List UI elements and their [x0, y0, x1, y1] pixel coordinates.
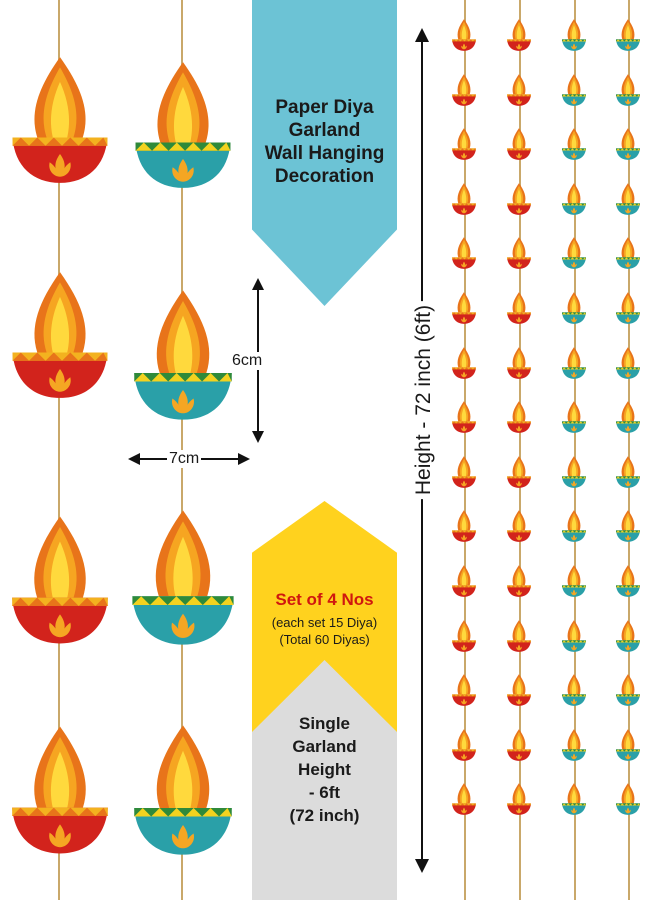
width-dimension-label: 7cm: [167, 450, 202, 468]
diya-lamp-icon: [507, 292, 531, 324]
diya-lamp-icon: [562, 128, 586, 161]
diya-lamp-icon: [452, 19, 476, 51]
diya-lamp-icon: [562, 565, 586, 597]
title-line: Wall Hanging: [264, 143, 385, 164]
diya-lamp-icon: [616, 565, 640, 597]
diya-lamp-icon: [507, 19, 531, 51]
diya-lamp-icon: [507, 346, 531, 379]
diya-lamp-icon: [12, 272, 108, 398]
title-line: Paper Diya: [275, 97, 374, 118]
height-dimension-label: 6cm: [232, 352, 263, 370]
diya-lamp-icon: [134, 290, 232, 420]
diya-lamp-icon: [507, 783, 531, 816]
small-garland-string: [519, 0, 521, 900]
diya-lamp-icon: [452, 401, 476, 434]
diya-lamp-icon: [562, 237, 586, 270]
diya-lamp-icon: [452, 783, 476, 816]
garland-height-label: Height - 72 inch (6ft): [412, 300, 436, 500]
single-line: Single: [298, 714, 350, 733]
diya-lamp-icon: [507, 565, 531, 597]
diya-lamp-icon: [616, 73, 640, 106]
diya-lamp-icon: [616, 510, 640, 543]
diya-lamp-icon: [562, 401, 586, 434]
diya-lamp-icon: [452, 619, 476, 652]
diya-lamp-icon: [507, 455, 531, 488]
diya-lamp-icon: [134, 725, 232, 855]
diya-lamp-icon: [616, 128, 640, 161]
title-banner-text: Paper Diya Garland Wall Hanging Decorati…: [252, 96, 397, 188]
single-garland-text: Single Garland Height - 6ft (72 inch): [252, 712, 397, 827]
diya-lamp-icon: [616, 346, 640, 379]
diya-lamp-icon: [507, 182, 531, 215]
set-sub-line: (each set 15 Diya): [271, 615, 378, 630]
diya-lamp-icon: [12, 726, 108, 854]
diya-lamp-icon: [562, 73, 586, 106]
diya-lamp-icon: [562, 19, 586, 51]
diya-lamp-icon: [616, 674, 640, 707]
diya-lamp-icon: [507, 510, 531, 543]
diya-lamp-icon: [562, 455, 586, 488]
diya-lamp-icon: [12, 57, 108, 183]
diya-lamp-icon: [507, 674, 531, 707]
diya-lamp-icon: [562, 292, 586, 324]
small-garland-string: [628, 0, 630, 900]
diya-lamp-icon: [562, 510, 586, 543]
single-line: Height: [298, 760, 351, 779]
diya-lamp-icon: [507, 619, 531, 652]
single-line: Garland: [292, 737, 357, 756]
set-subtext: (each set 15 Diya) (Total 60 Diyas): [252, 614, 397, 648]
diya-lamp-icon: [562, 182, 586, 215]
diya-lamp-icon: [452, 237, 476, 270]
diya-lamp-icon: [12, 516, 108, 644]
diya-lamp-icon: [616, 292, 640, 324]
diya-lamp-icon: [452, 674, 476, 707]
diya-lamp-icon: [562, 783, 586, 816]
diya-lamp-icon: [452, 728, 476, 761]
diya-lamp-icon: [452, 182, 476, 215]
diya-lamp-icon: [507, 73, 531, 106]
diya-lamp-icon: [452, 346, 476, 379]
diya-lamp-icon: [616, 619, 640, 652]
single-line: (72 inch): [289, 806, 360, 825]
title-line: Decoration: [274, 166, 375, 187]
diya-lamp-icon: [452, 128, 476, 161]
small-garland-string: [574, 0, 576, 900]
diya-lamp-icon: [616, 783, 640, 816]
diya-lamp-icon: [507, 728, 531, 761]
diya-lamp-icon: [452, 292, 476, 324]
diya-lamp-icon: [452, 455, 476, 488]
title-line: Garland: [288, 120, 361, 141]
diya-lamp-icon: [616, 401, 640, 434]
diya-lamp-icon: [452, 73, 476, 106]
set-sub-line: (Total 60 Diyas): [279, 632, 370, 647]
diya-lamp-icon: [507, 128, 531, 161]
diya-lamp-icon: [562, 728, 586, 761]
diya-lamp-icon: [135, 62, 231, 188]
diya-lamp-icon: [507, 237, 531, 270]
diya-lamp-icon: [562, 346, 586, 379]
diya-lamp-icon: [452, 565, 476, 597]
diya-lamp-icon: [562, 619, 586, 652]
set-headline: Set of 4 Nos: [275, 590, 374, 609]
diya-lamp-icon: [452, 510, 476, 543]
diya-lamp-icon: [616, 182, 640, 215]
diya-lamp-icon: [507, 401, 531, 434]
diya-lamp-icon: [132, 510, 234, 645]
diya-lamp-icon: [616, 19, 640, 51]
diya-lamp-icon: [616, 455, 640, 488]
single-line: - 6ft: [308, 783, 341, 802]
diya-lamp-icon: [616, 728, 640, 761]
small-garland-string: [464, 0, 466, 900]
diya-lamp-icon: [616, 237, 640, 270]
diya-lamp-icon: [562, 674, 586, 707]
garland-string-left-1: [58, 0, 60, 900]
